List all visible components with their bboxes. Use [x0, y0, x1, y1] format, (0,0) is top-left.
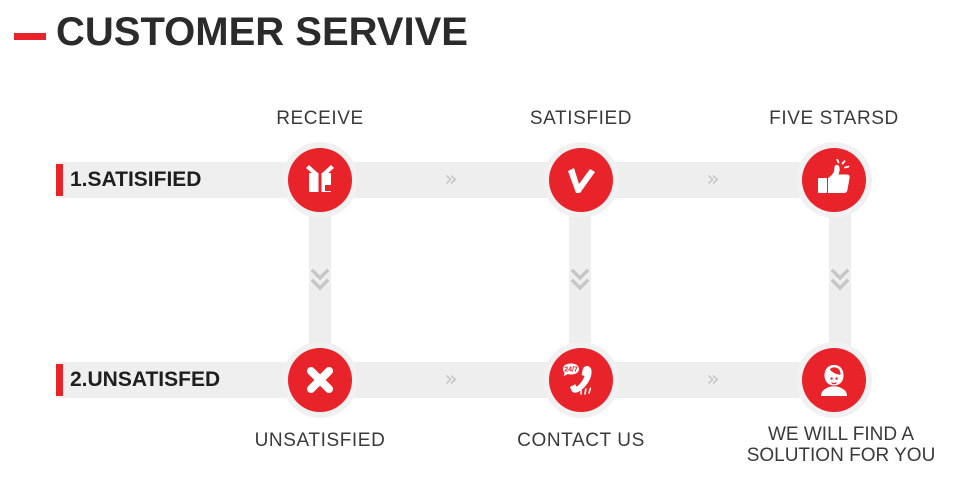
page-title: CUSTOMER SERVIVE	[56, 10, 468, 54]
headset-agent-icon	[802, 348, 866, 412]
row-1-chevron-1-icon: »	[444, 167, 458, 192]
x-mark-icon	[288, 348, 352, 412]
check-mark-icon	[549, 148, 613, 212]
svg-text:24/7: 24/7	[564, 367, 578, 374]
row-2-label-accent-bar	[56, 364, 63, 396]
thumbs-up-icon	[802, 148, 866, 212]
step-node-contact-us[interactable]: 24/7	[543, 342, 619, 418]
step-node-receive[interactable]	[282, 142, 358, 218]
envelope-open-icon	[288, 148, 352, 212]
row-2-label: 2.UNSATISFED	[70, 368, 221, 391]
phone-support-icon: 24/7	[549, 348, 613, 412]
row-1-label-accent-bar	[56, 164, 63, 196]
row-1-chevron-2-icon: »	[706, 167, 720, 192]
step-caption-satisfied: SATISFIED	[529, 108, 633, 129]
step-node-satisfied[interactable]	[543, 142, 619, 218]
row-2-chevron-2-icon: »	[706, 367, 720, 392]
step-caption-unsatisfied: UNSATISFIED	[254, 430, 386, 451]
step-caption-receive: RECEIVE	[276, 108, 364, 129]
step-node-five-stars[interactable]	[796, 142, 872, 218]
title-dash-icon	[14, 33, 46, 40]
step-caption-contact-us: CONTACT US	[517, 430, 645, 451]
page-header: CUSTOMER SERVIVE	[0, 0, 960, 80]
step-node-unsatisfied[interactable]	[282, 342, 358, 418]
step-node-solution[interactable]	[796, 342, 872, 418]
step-caption-five-stars: FIVE STARSD	[769, 108, 899, 129]
row-2-label-band	[56, 362, 320, 398]
step-caption-solution-line1: WE WILL FIND A	[767, 424, 915, 445]
step-caption-solution: WE WILL FIND A SOLUTION FOR YOU	[747, 424, 936, 466]
step-caption-solution-line2: SOLUTION FOR YOU	[746, 445, 936, 466]
column-2-chevron-down-icon	[569, 267, 591, 293]
column-1-chevron-down-icon	[309, 267, 331, 293]
row-1-label-band	[56, 162, 320, 198]
row-2-chevron-1-icon: »	[444, 367, 458, 392]
row-1-label: 1.SATISIFIED	[70, 168, 202, 191]
column-3-chevron-down-icon	[829, 267, 851, 293]
